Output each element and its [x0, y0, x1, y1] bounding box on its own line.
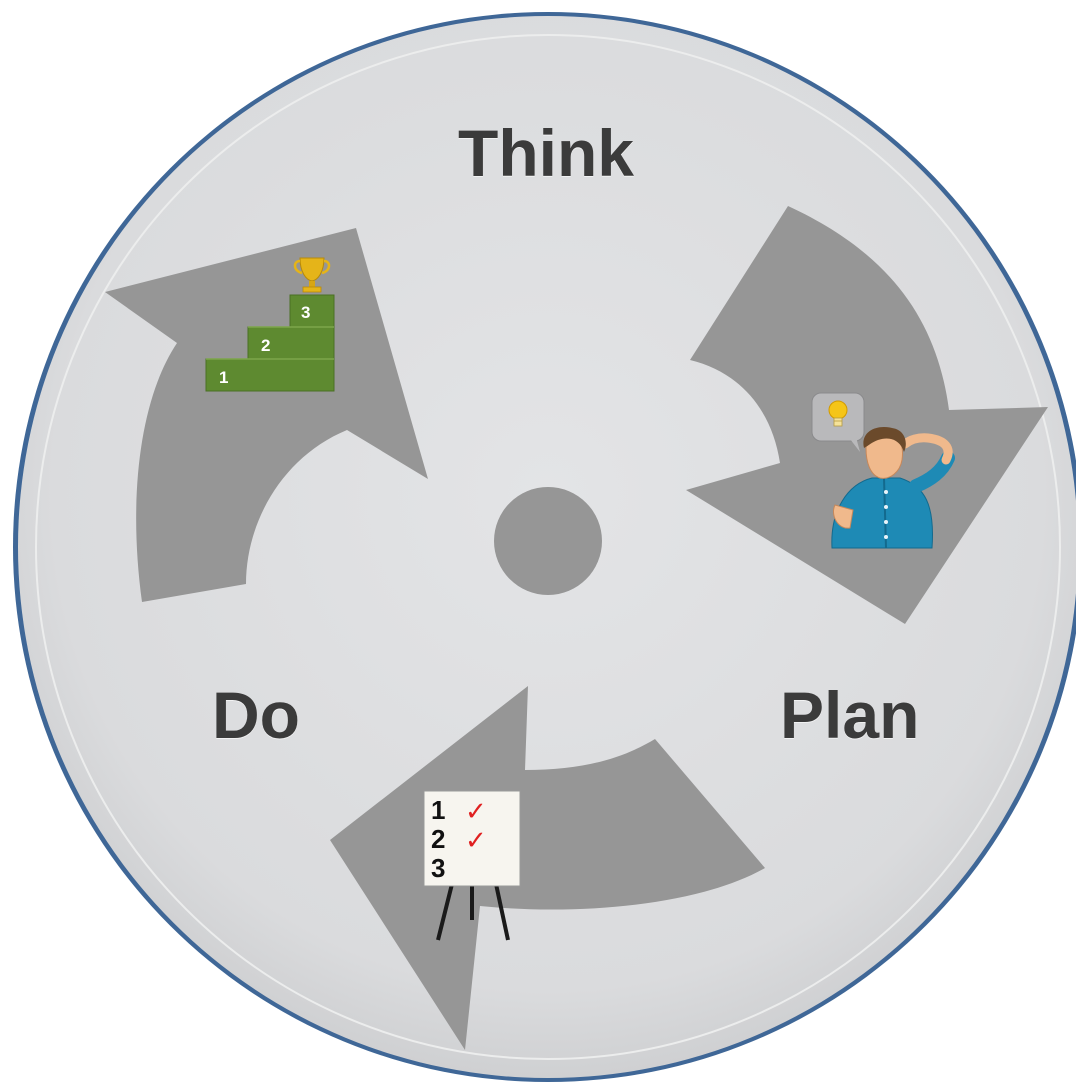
stairs-trophy-icon: 1 2 3 [205, 257, 335, 392]
stair-step-3 [289, 294, 335, 328]
think-to-plan-arrow [686, 206, 1048, 624]
think-label: Think [458, 116, 634, 190]
checkmark-icon-2: ✓ [465, 826, 487, 856]
do-to-think-arrow [105, 228, 428, 602]
checklist-board [423, 790, 521, 887]
checklist-easel-icon: 1 2 3 ✓ ✓ [423, 790, 521, 941]
thinking-person-icon [811, 392, 955, 549]
disc-inner-ring [35, 34, 1061, 1060]
lightbulb-icon [828, 400, 848, 427]
do-label: Do [212, 678, 300, 752]
stair-label-3: 3 [301, 303, 310, 322]
checkmark-icon-1: ✓ [465, 797, 487, 827]
plan-to-do-arrow [330, 686, 765, 1050]
checklist-num-3: 3 [431, 853, 445, 883]
checklist-num-2: 2 [431, 824, 445, 854]
trophy-icon [293, 257, 331, 293]
checklist-num-1: 1 [431, 795, 445, 825]
plan-label: Plan [780, 678, 920, 752]
stair-label-1: 1 [219, 368, 228, 387]
thought-bubble [811, 392, 865, 452]
stair-label-2: 2 [261, 336, 270, 355]
center-hub [494, 487, 602, 595]
stair-step-2 [247, 326, 335, 360]
stair-step-1 [205, 358, 335, 392]
